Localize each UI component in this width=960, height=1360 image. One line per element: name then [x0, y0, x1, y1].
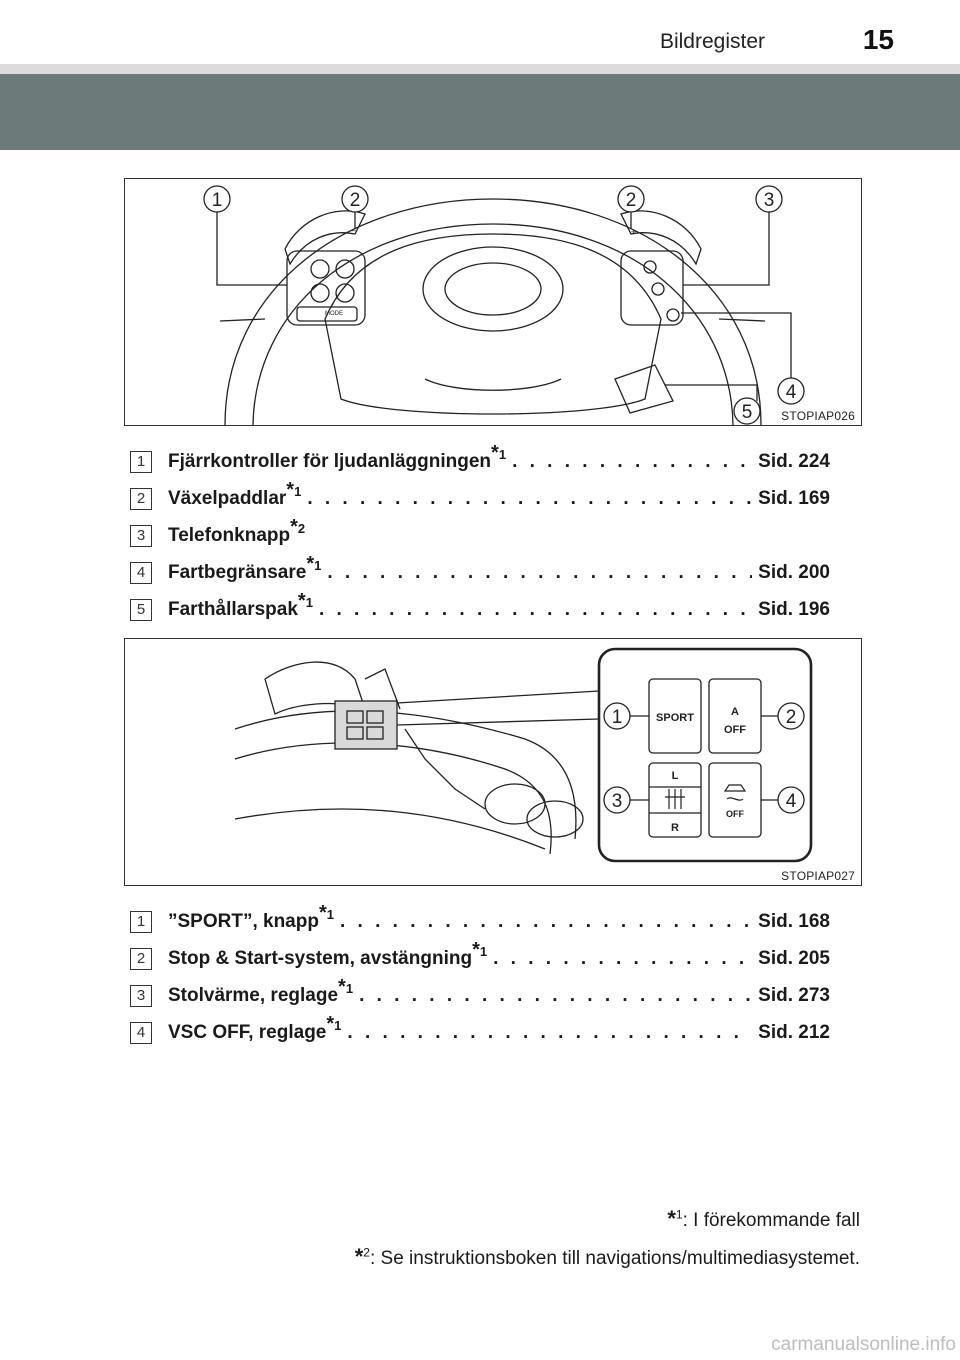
callout-2-right: 2	[626, 190, 637, 211]
item-label: ”SPORT”, knapp*1	[168, 902, 334, 932]
page-reference: Sid. 212	[758, 1021, 830, 1043]
item-number: 3	[130, 984, 152, 1007]
item-number: 5	[130, 598, 152, 621]
seat-heater-icon	[668, 789, 682, 809]
leader-dots: . . . . . . . . . . . . . . . . . . . . …	[359, 984, 752, 1006]
stop-start-a-label: A	[731, 706, 739, 718]
center-console-illustration: SPORT A OFF L R OFF 1 2 3 4	[234, 647, 813, 863]
item-label: Fartbegränsare*1	[168, 553, 322, 583]
page-reference: Sid. 200	[758, 561, 830, 583]
legend-list-2: 1 ”SPORT”, knapp*1 . . . . . . . . . . .…	[130, 903, 830, 1051]
section-banner	[0, 74, 960, 150]
item-number: 4	[130, 561, 152, 584]
callout-4: 4	[786, 791, 797, 812]
leader-dots: . . . . . . . . . . . . . . . . . . . . …	[327, 561, 752, 583]
footnote: *1: I förekommande fall	[667, 1206, 860, 1231]
list-item: 1 Fjärrkontroller för ljudanläggningen*1…	[130, 443, 830, 480]
page-header: Bildregister 15	[0, 0, 960, 62]
mode-switch-label: MODE	[325, 311, 343, 317]
leader-dots: . . . . . . . . . . . . . . . . . . . . …	[493, 947, 752, 969]
list-item: 3 Telefonknapp*2	[130, 517, 830, 554]
list-item: 3 Stolvärme, reglage*1 . . . . . . . . .…	[130, 977, 830, 1014]
figure-steering-wheel: MODE – + 1 2 2 3 4 5 STOPIAP026	[124, 178, 862, 426]
callout-3: 3	[764, 190, 775, 211]
page-reference: Sid. 273	[758, 984, 830, 1006]
item-number: 4	[130, 1021, 152, 1044]
item-label: VSC OFF, reglage*1	[168, 1013, 342, 1043]
page-reference: Sid. 168	[758, 910, 830, 932]
figure-code: STOPIAP026	[781, 409, 855, 423]
watermark-text: carmanualsonline.info	[771, 1334, 956, 1355]
seat-heater-r-label: R	[671, 822, 679, 834]
page-reference: Sid. 196	[758, 598, 830, 620]
item-number: 1	[130, 450, 152, 473]
item-label: Farthållarspak*1	[168, 590, 313, 620]
callout-2: 2	[786, 707, 797, 728]
item-number: 2	[130, 947, 152, 970]
header-rule	[0, 64, 960, 74]
callout-1: 1	[212, 190, 223, 211]
leader-dots: . . . . . . . . . . . . . . . . . . . . …	[347, 1021, 752, 1043]
paddle-plus-label: +	[631, 227, 636, 237]
list-item: 2 Stop & Start-system, avstängning*1 . .…	[130, 940, 830, 977]
page-reference: Sid. 169	[758, 487, 830, 509]
sport-button-label: SPORT	[656, 712, 694, 724]
callout-4: 4	[786, 382, 797, 403]
paddle-minus-label: –	[351, 225, 356, 235]
list-item: 4 VSC OFF, reglage*1 . . . . . . . . . .…	[130, 1014, 830, 1051]
list-item: 1 ”SPORT”, knapp*1 . . . . . . . . . . .…	[130, 903, 830, 940]
item-number: 3	[130, 524, 152, 547]
page-reference: Sid. 224	[758, 450, 830, 472]
seat-heater-l-label: L	[672, 770, 679, 782]
item-number: 1	[130, 910, 152, 933]
vsc-icon	[723, 784, 747, 801]
legend-list-1: 1 Fjärrkontroller för ljudanläggningen*1…	[130, 443, 830, 628]
figure-code: STOPIAP027	[781, 869, 855, 883]
page-reference: Sid. 205	[758, 947, 830, 969]
item-label: Stop & Start-system, avstängning*1	[168, 939, 488, 969]
steering-wheel-illustration: MODE – + 1 2 2 3 4 5	[203, 185, 805, 425]
list-item: 5 Farthållarspak*1 . . . . . . . . . . .…	[130, 591, 830, 628]
list-item: 4 Fartbegränsare*1 . . . . . . . . . . .…	[130, 554, 830, 591]
item-label: Fjärrkontroller för ljudanläggningen*1	[168, 442, 507, 472]
page-number: 15	[862, 24, 894, 55]
callout-3: 3	[612, 791, 623, 812]
item-number: 2	[130, 487, 152, 510]
callout-1: 1	[612, 707, 623, 728]
section-title: Bildregister	[659, 30, 765, 53]
stop-start-off-label: OFF	[724, 724, 746, 736]
item-label: Stolvärme, reglage*1	[168, 976, 354, 1006]
leader-dots: . . . . . . . . . . . . . . . . . . . . …	[340, 910, 753, 932]
leader-dots: . . . . . . . . . . . . . . . . . . . . …	[512, 450, 752, 472]
leader-dots: . . . . . . . . . . . . . . . . . . . . …	[307, 487, 752, 509]
footnote: *2: Se instruktionsboken till navigation…	[354, 1244, 860, 1269]
figure-center-console: SPORT A OFF L R OFF 1 2 3 4 STOPIAP02	[124, 638, 862, 886]
item-label: Telefonknapp*2	[168, 516, 306, 546]
list-item: 2 Växelpaddlar*1 . . . . . . . . . . . .…	[130, 480, 830, 517]
item-label: Växelpaddlar*1	[168, 479, 302, 509]
callout-5: 5	[742, 402, 753, 423]
callout-2-left: 2	[350, 190, 361, 211]
footnotes: *1: I förekommande fall *2: Se instrukti…	[355, 1200, 860, 1276]
vsc-off-label: OFF	[726, 809, 744, 819]
leader-dots: . . . . . . . . . . . . . . . . . . . . …	[318, 598, 752, 620]
